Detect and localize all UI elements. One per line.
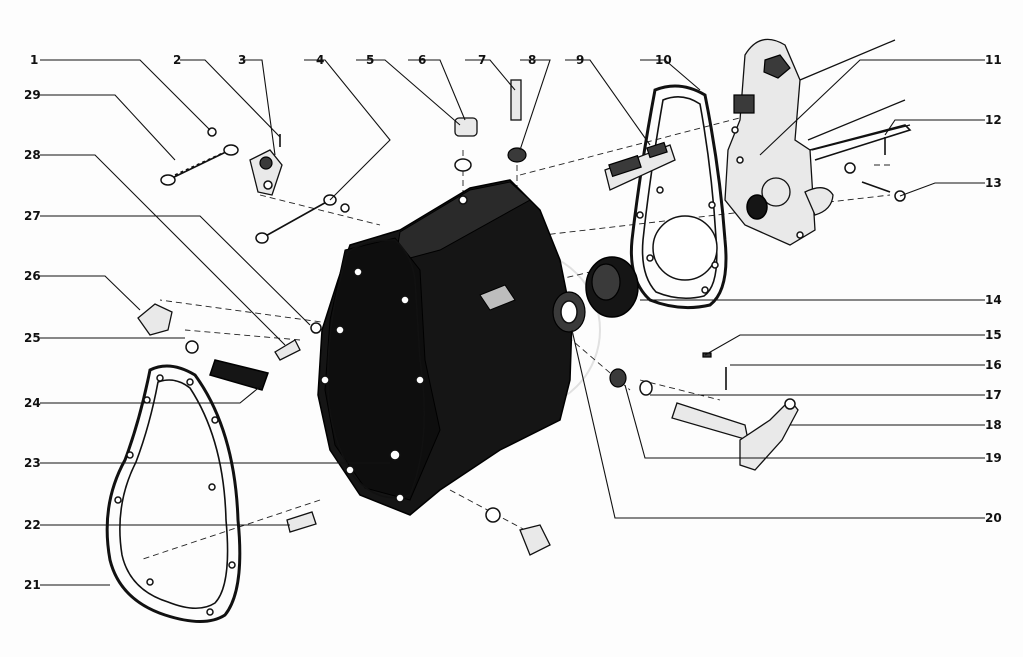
callout-29: 29 (24, 88, 41, 102)
callout-15: 15 (985, 328, 1002, 342)
drain-and-breather-plugs (454, 79, 527, 172)
leader-lines (40, 59, 985, 586)
transfer-case-housing (317, 179, 573, 516)
callout-22: 22 (24, 518, 41, 532)
callout-9: 9 (576, 53, 584, 67)
rear-gasket (105, 364, 242, 623)
callout-8: 8 (528, 53, 536, 67)
callout-5: 5 (366, 53, 374, 67)
callout-19: 19 (985, 451, 1002, 465)
callout-labels: 1 2 3 4 5 6 7 8 9 10 11 12 13 14 15 16 1… (24, 53, 1002, 592)
callout-16: 16 (985, 358, 1002, 372)
small-pins-right (844, 137, 906, 202)
callout-1: 1 (30, 53, 38, 67)
callout-24: 24 (24, 396, 41, 410)
callout-25: 25 (24, 331, 41, 345)
callout-21: 21 (24, 578, 41, 592)
callout-27: 27 (24, 209, 41, 223)
callout-26: 26 (24, 269, 41, 283)
bearing (585, 256, 639, 318)
callout-23: 23 (24, 456, 41, 470)
spring-linkage-parts (160, 127, 350, 244)
front-gasket (629, 84, 728, 310)
callout-7: 7 (478, 53, 486, 67)
oil-seal (552, 291, 586, 333)
mounting-bracket-assembly (724, 38, 912, 246)
callout-2: 2 (173, 53, 181, 67)
callout-20: 20 (985, 511, 1002, 525)
shift-lever-shaft (609, 352, 799, 471)
callout-10: 10 (655, 53, 672, 67)
selector-plate (604, 141, 676, 191)
callout-28: 28 (24, 148, 41, 162)
callout-13: 13 (985, 176, 1002, 190)
callout-12: 12 (985, 113, 1002, 127)
callout-3: 3 (238, 53, 246, 67)
callout-11: 11 (985, 53, 1002, 67)
callout-6: 6 (418, 53, 426, 67)
callout-4: 4 (316, 53, 324, 67)
callout-14: 14 (985, 293, 1002, 307)
callout-18: 18 (985, 418, 1002, 432)
fasteners-left (137, 303, 551, 556)
callout-17: 17 (985, 388, 1002, 402)
